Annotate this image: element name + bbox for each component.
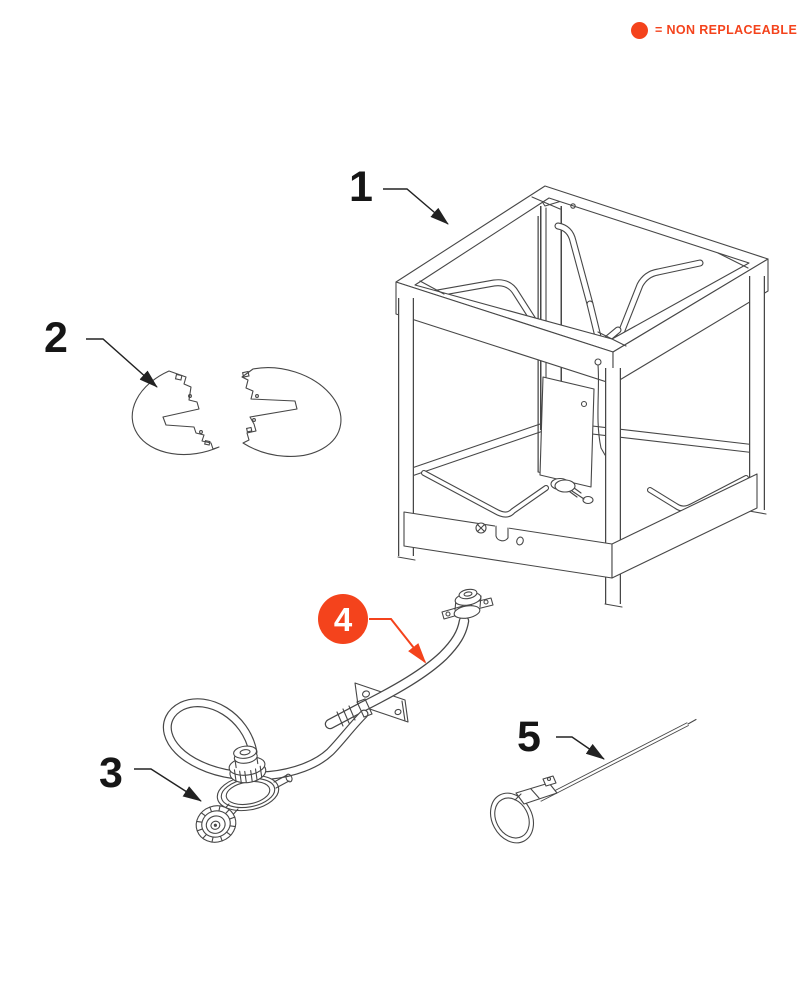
part-label-5: 5: [517, 713, 541, 761]
part-1-frame-drawing: [395, 185, 769, 607]
legend: = NON REPLACEABLE: [631, 22, 797, 39]
part-label-4-non-replaceable-badge: 4: [318, 594, 368, 644]
part-4-burner-tube-drawing: [330, 588, 494, 724]
part-2-shield-left-drawing: [131, 370, 220, 456]
part-3-regulator-hose-drawing: [167, 699, 373, 843]
part-label-1: 1: [349, 163, 373, 211]
part-2-shield-right-drawing: [241, 367, 342, 457]
part-label-3: 3: [99, 749, 123, 797]
non-replaceable-dot-icon: [631, 22, 648, 39]
part-label-2: 2: [44, 314, 68, 362]
leader-lines: [86, 188, 605, 802]
legend-text: = NON REPLACEABLE: [655, 23, 798, 37]
part-5-lighting-rod-drawing: [489, 718, 697, 844]
